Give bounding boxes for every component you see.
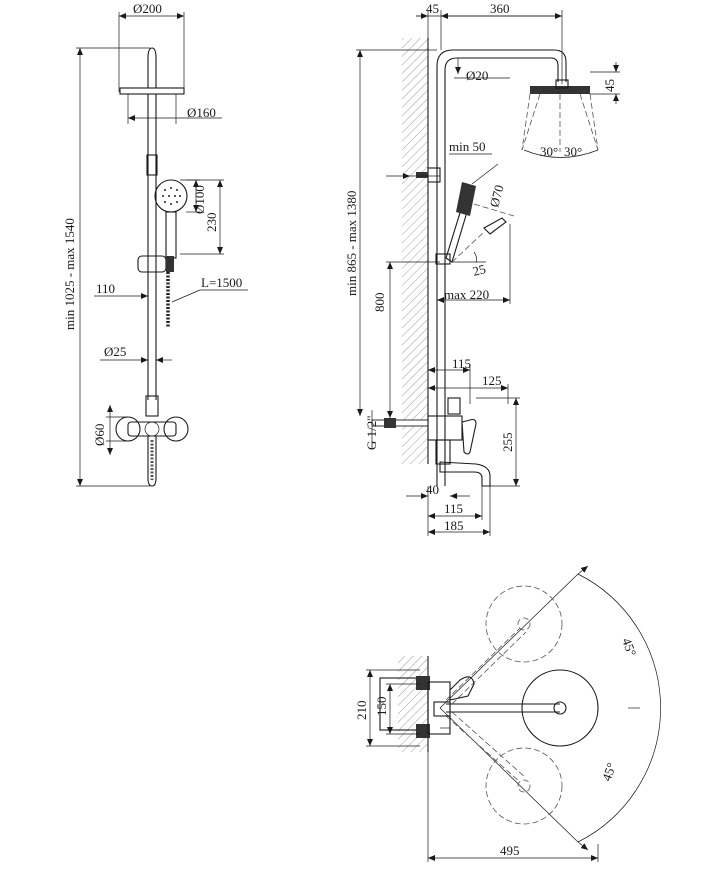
label-pipe-diameter: Ø25 [104,344,126,359]
top-shower-head [446,669,599,747]
label-arm-pipe-diameter: Ø20 [466,68,488,83]
label-arm-length: 360 [490,1,510,16]
wall-bracket [410,167,441,183]
label-knob-diameter: Ø60 [92,424,107,446]
label-head-inner-diameter: Ø160 [187,105,216,120]
dim-column-height: min 865 - max 1380 [344,49,437,416]
side-shower-head [521,79,599,158]
dim-total-height: min 1025 - max 1540 [62,47,150,487]
dim-pipe-diameter: Ø25 [100,344,172,363]
label-thread: G 1/2" [364,415,379,450]
label-spray-angle-right: 30° [564,144,582,159]
nozzle-grid-icon [162,187,181,205]
label-holder-offset: 110 [96,281,115,296]
label-holder-height: 800 [372,293,387,313]
ghost-head-top [445,585,563,705]
dim-holder-angle: 25 [452,251,487,279]
dim-spout-height: 255 [476,397,520,487]
label-total-depth: 185 [444,518,464,533]
label-head-height: 45 [602,79,617,92]
dim-mixer-top: 115 125 [428,356,509,404]
label-mixer-depth: 125 [482,373,502,388]
dim-hand-shower-diameter: Ø100 [186,179,207,214]
dim-arm-pipe: Ø20 [454,58,510,83]
top-view: 45° 45° [354,565,661,862]
label-spout-width: 115 [444,501,463,516]
label-spray-angle-left: 30° [540,144,558,159]
dim-holder-offset: 110 [94,272,149,300]
label-outer-width: 210 [354,701,369,721]
label-mixer-width: 115 [452,356,471,371]
wall-hatch [402,38,428,464]
rotation-arc [577,573,661,843]
ghost-head-bottom [445,711,563,825]
label-total-height: min 1025 - max 1540 [62,218,77,330]
label-total-length: 495 [500,843,520,858]
dim-arm-top: 45 360 [416,1,563,84]
label-wall-offset: 45 [426,1,439,16]
dim-top-widths: 210 150 [354,669,420,747]
label-hand-shower-diameter: Ø100 [192,185,207,214]
label-column-height: min 865 - max 1380 [344,191,359,296]
dim-holder-height: 800 [372,261,440,418]
label-hose-length: L=1500 [201,275,242,290]
label-rotation-bottom: 45° [599,761,619,783]
side-column [436,49,567,486]
dim-head-diameter: Ø200 [118,1,185,92]
dim-hand-shower-length: 230 [180,179,224,255]
label-spout-height: 255 [500,433,515,453]
dim-max-reach: max 220 [437,224,511,304]
top-mixer [379,676,475,738]
dim-thread: G 1/2" [364,410,379,450]
dim-total-length: 495 [427,752,599,862]
dim-min-offset: min 50 [386,139,492,179]
front-mixer [115,395,189,487]
dim-bottom: 115 185 [427,486,491,536]
side-view: 45 360 Ø20 [344,1,620,536]
shower-column [146,94,158,400]
label-rotation-top: 45° [619,636,639,658]
label-max-reach: max 220 [444,287,489,302]
label-hand-shower-length: 230 [204,213,219,233]
dim-head-height: 45 [590,62,620,104]
label-spout-offset: 40 [426,482,439,497]
slide-holder [137,255,174,273]
label-min-offset: min 50 [449,139,485,154]
dim-hose-length: L=1500 [171,275,248,303]
dim-hand-head-diameter: Ø70 [471,163,507,209]
dim-spout-offset: 40 [406,482,470,499]
front-view: Ø200 Ø160 [62,1,248,487]
dim-head-inner-diameter: Ø160 [127,94,222,124]
side-hand-shower [435,182,515,265]
label-hand-head-diameter: Ø70 [486,183,506,209]
label-head-diameter: Ø200 [133,1,162,16]
dim-knob-diameter: Ø60 [92,405,128,455]
label-holder-angle: 25 [471,261,487,279]
label-inner-width: 150 [374,697,389,717]
rain-shower-head [119,47,185,95]
hand-shower [154,179,188,259]
